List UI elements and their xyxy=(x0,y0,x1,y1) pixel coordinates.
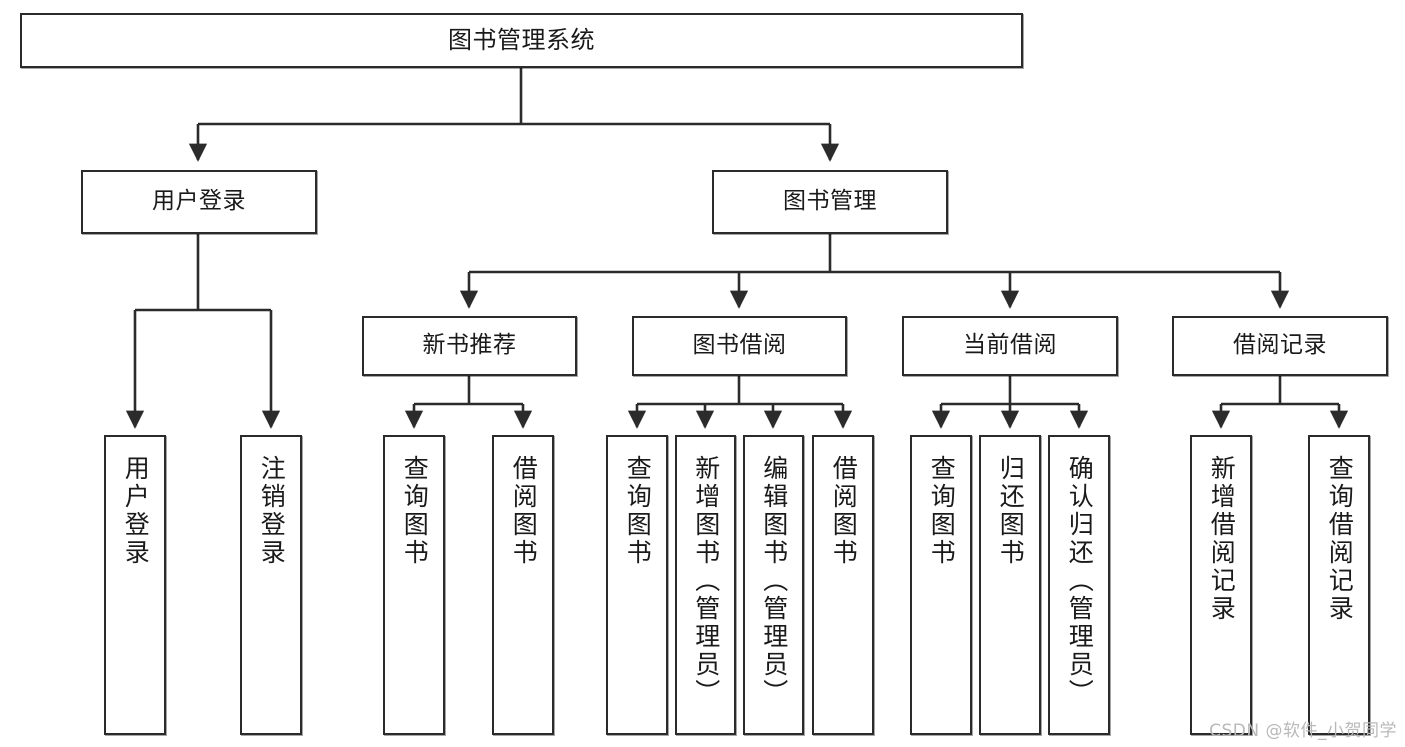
leaf-user-login[interactable]: 用户登录 xyxy=(104,435,166,735)
node-label: 图书管理系统 xyxy=(448,26,595,55)
leaf-bb-borrow-book[interactable]: 借阅图书 xyxy=(812,435,874,735)
leaf-br-add-record[interactable]: 新增借阅记录 xyxy=(1190,435,1252,735)
node-label: 借阅图书 xyxy=(509,455,539,567)
node-label: 用户登录 xyxy=(152,188,246,215)
node-label: 当前借阅 xyxy=(963,332,1057,359)
leaf-br-query-record[interactable]: 查询借阅记录 xyxy=(1308,435,1370,735)
node-label: 借阅记录 xyxy=(1233,332,1327,359)
leaf-cb-query-book[interactable]: 查询图书 xyxy=(910,435,972,735)
leaf-user-logout[interactable]: 注销登录 xyxy=(240,435,302,735)
node-label: 查询图书 xyxy=(400,455,430,567)
node-label: 图书管理 xyxy=(783,188,877,215)
node-label: 查询借阅记录 xyxy=(1325,455,1355,623)
node-label: 注销登录 xyxy=(257,455,287,567)
node-root-book-management-system[interactable]: 图书管理系统 xyxy=(20,13,1023,68)
leaf-bb-query-book[interactable]: 查询图书 xyxy=(606,435,668,735)
node-label: 借阅图书 xyxy=(829,455,859,567)
leaf-rec-query-book[interactable]: 查询图书 xyxy=(383,435,445,735)
node-label: 编辑图书（管理员） xyxy=(759,455,789,707)
node-label: 新增借阅记录 xyxy=(1207,455,1237,623)
node-new-book-recommendation[interactable]: 新书推荐 xyxy=(362,316,577,376)
node-label: 确认归还（管理员） xyxy=(1065,455,1095,707)
node-label: 图书借阅 xyxy=(692,332,787,359)
node-book-borrowing[interactable]: 图书借阅 xyxy=(632,316,847,376)
node-user-login[interactable]: 用户登录 xyxy=(81,170,317,234)
leaf-bb-edit-book-admin[interactable]: 编辑图书（管理员） xyxy=(743,435,804,735)
node-book-management[interactable]: 图书管理 xyxy=(712,170,948,234)
node-current-borrowing[interactable]: 当前借阅 xyxy=(902,316,1118,376)
leaf-bb-add-book-admin[interactable]: 新增图书（管理员） xyxy=(675,435,736,735)
node-label: 查询图书 xyxy=(623,455,653,567)
node-borrowing-records[interactable]: 借阅记录 xyxy=(1172,316,1388,376)
csdn-watermark: CSDN @软件_小贺同学 xyxy=(1209,721,1397,741)
node-label: 归还图书 xyxy=(996,455,1026,567)
node-label: 查询图书 xyxy=(927,455,957,567)
leaf-rec-borrow-book[interactable]: 借阅图书 xyxy=(492,435,554,735)
node-label: 新书推荐 xyxy=(422,332,517,359)
node-label: 用户登录 xyxy=(121,455,151,567)
leaf-cb-confirm-return-admin[interactable]: 确认归还（管理员） xyxy=(1048,435,1110,735)
leaf-cb-return-book[interactable]: 归还图书 xyxy=(979,435,1041,735)
node-label: 新增图书（管理员） xyxy=(691,455,721,707)
